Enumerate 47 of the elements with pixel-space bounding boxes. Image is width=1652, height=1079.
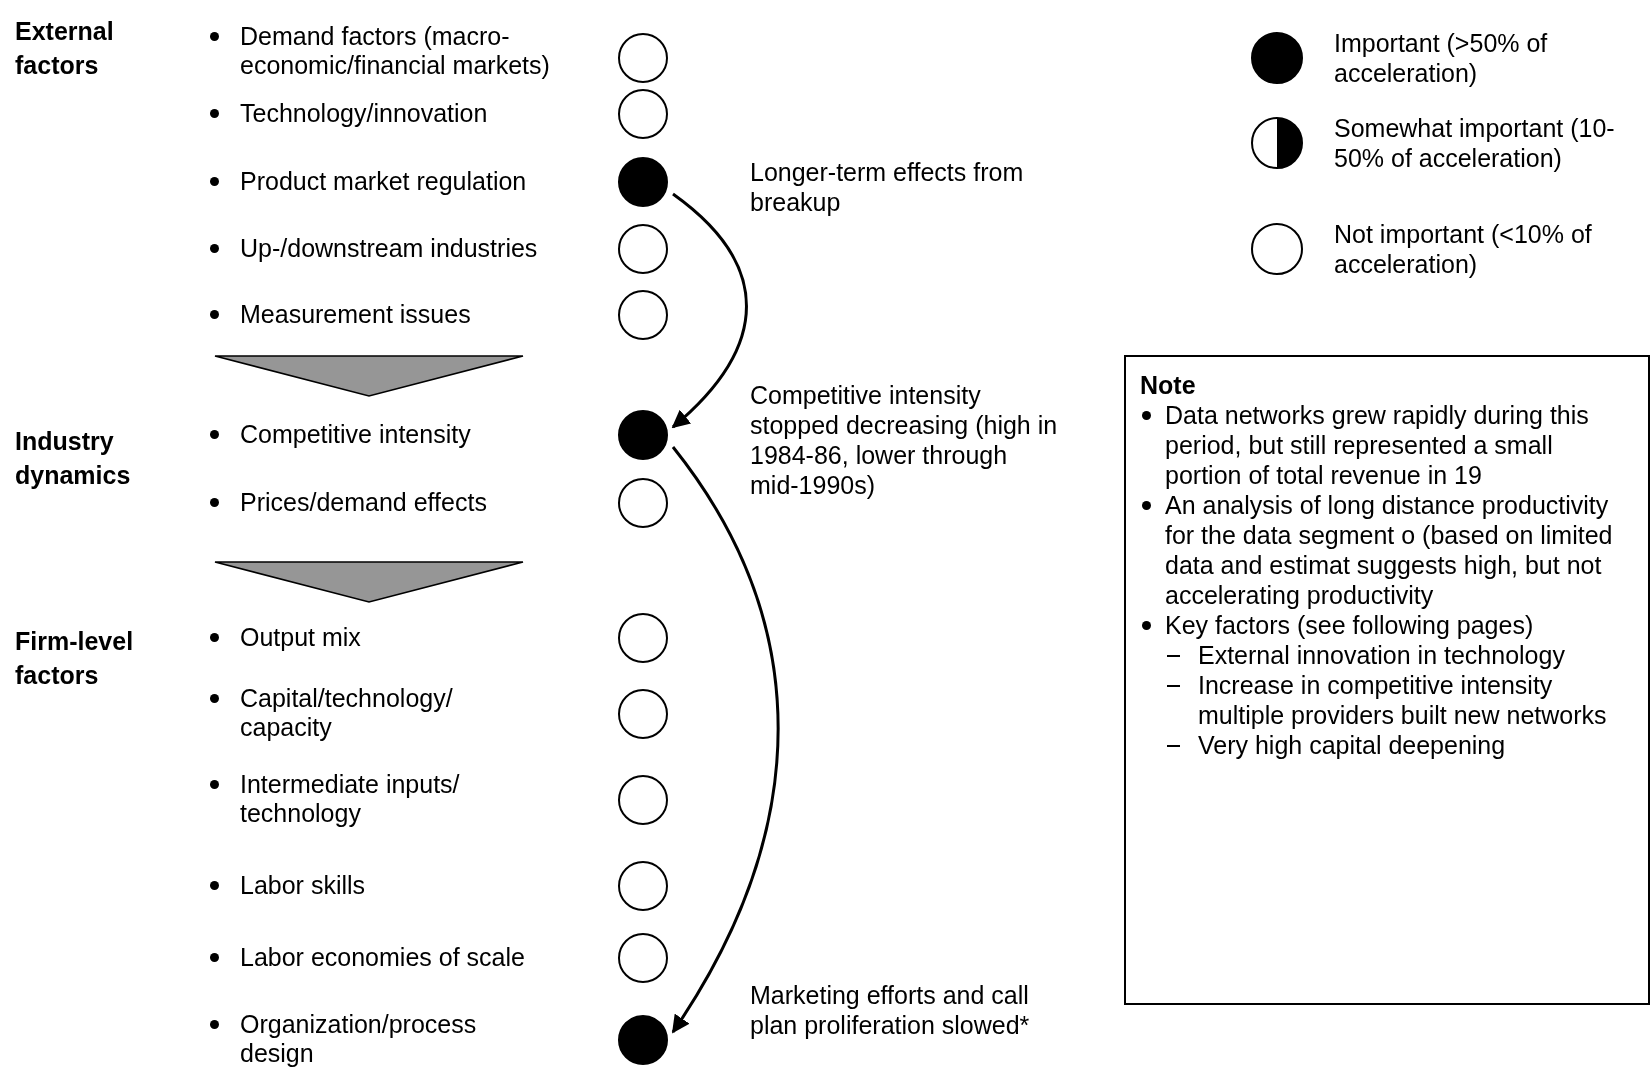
annotation-text: Longer-term effects from breakup <box>750 157 1025 217</box>
note-text: Key factors (see following pages) <box>1165 610 1535 640</box>
factor-label: Capital/technology/ capacity <box>240 684 454 742</box>
rating-circle <box>618 478 668 528</box>
factor-label: Prices/demand effects <box>240 488 488 517</box>
rating-disc <box>618 157 668 207</box>
factor-label: Competitive intensity <box>240 420 472 449</box>
rating-disc <box>618 410 668 460</box>
legend-text: Somewhat important (10-50% of acceleration) <box>1334 113 1616 173</box>
factor-label: Technology/innovation <box>240 99 489 128</box>
rating-circle <box>618 290 668 340</box>
note-text: Data networks grew rapidly during this period, but still represented a small portion of total revenue in 19 <box>1165 400 1590 490</box>
factor-label: Up-/downstream industries <box>240 234 539 263</box>
rating-circle <box>618 224 668 274</box>
rating-circle <box>618 861 668 911</box>
curved-arrow <box>671 446 780 1034</box>
chevron-divider <box>214 355 524 397</box>
factor-label: Demand factors (macro-economic/financial markets) <box>240 22 551 80</box>
note-text: Very high capital deepening <box>1198 730 1507 760</box>
note-text: Increase in competitive intensity multiple providers built new networks <box>1198 670 1608 730</box>
rating-circle <box>618 775 668 825</box>
section-heading: Firm-level factors <box>15 626 135 691</box>
legend-text: Not important (<10% of acceleration) <box>1334 219 1593 279</box>
annotation-text: Marketing efforts and call plan proliferation slowed* <box>750 980 1031 1040</box>
factor-label: Labor skills <box>240 871 367 900</box>
factor-label: Labor economies of scale <box>240 943 526 972</box>
note-heading: Note <box>1140 370 1197 400</box>
factor-label: Measurement issues <box>240 300 472 329</box>
note-box <box>1124 355 1650 1005</box>
rating-disc <box>618 1015 668 1065</box>
rating-circle <box>618 89 668 139</box>
note-text: External innovation in technology <box>1198 640 1566 670</box>
note-text: An analysis of long distance productivity for the data segment o (based on limited data and estimat suggests high, but not accelerating productivity <box>1165 490 1614 610</box>
rating-circle <box>618 613 668 663</box>
rating-circle <box>618 689 668 739</box>
section-heading: Industry dynamics <box>15 426 132 491</box>
factor-label: Organization/process design <box>240 1010 478 1068</box>
annotation-text: Competitive intensity stopped decreasing (high in 1984-86, lower through mid-1990s) <box>750 380 1059 500</box>
factor-label: Output mix <box>240 623 362 652</box>
curved-arrow <box>671 192 748 429</box>
chevron-divider <box>214 561 524 603</box>
rating-circle <box>618 33 668 83</box>
legend-text: Important (>50% of acceleration) <box>1334 28 1549 88</box>
factor-label: Intermediate inputs/ technology <box>240 770 461 828</box>
rating-circle <box>618 933 668 983</box>
section-heading: External factors <box>15 16 115 81</box>
factor-label: Product market regulation <box>240 167 528 196</box>
